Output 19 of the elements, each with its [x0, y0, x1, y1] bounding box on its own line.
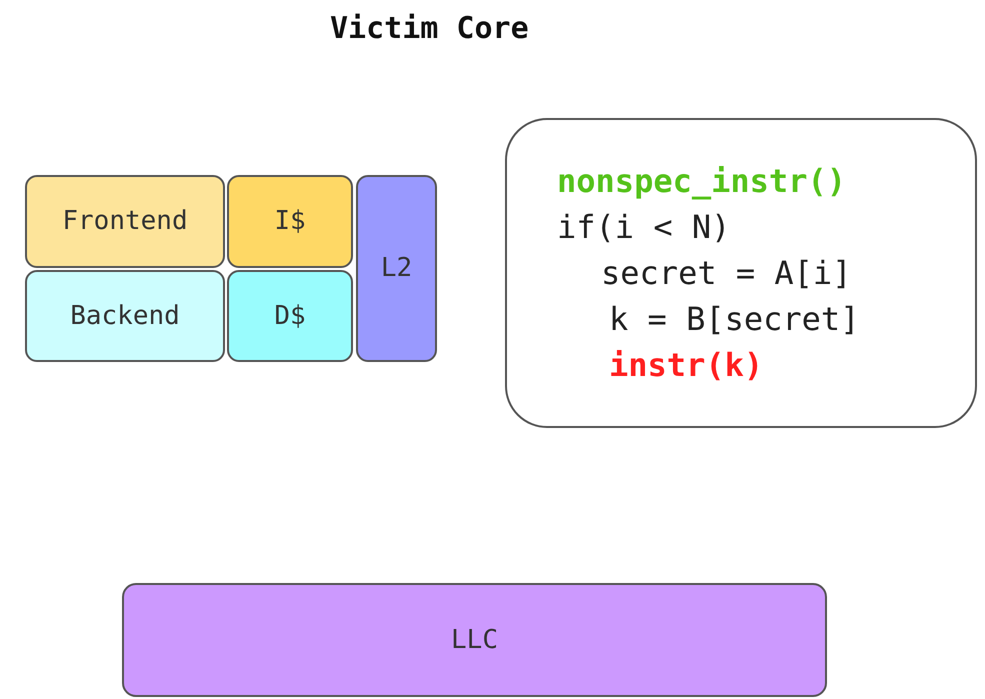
box-label: I$	[274, 205, 306, 238]
component-box	[122, 583, 827, 697]
box-label: Backend	[70, 300, 180, 332]
component-box	[25, 175, 225, 268]
box-label: LLC	[451, 624, 498, 656]
component-box	[227, 270, 353, 362]
code-line: nonspec_instr()	[557, 161, 847, 202]
diagram-title: Victim Core	[330, 10, 529, 48]
code-line: k = B[secret]	[608, 299, 860, 340]
component-box	[227, 175, 353, 268]
code-line: instr(k)	[608, 345, 764, 386]
box-label: D$	[274, 300, 306, 332]
code-box	[505, 118, 977, 428]
component-box	[25, 270, 225, 362]
code-line: secret = A[i]	[600, 253, 852, 294]
box-label: Frontend	[62, 205, 188, 238]
code-line: if(i < N)	[557, 207, 732, 248]
box-label: L2	[380, 252, 412, 285]
component-box	[356, 175, 437, 362]
